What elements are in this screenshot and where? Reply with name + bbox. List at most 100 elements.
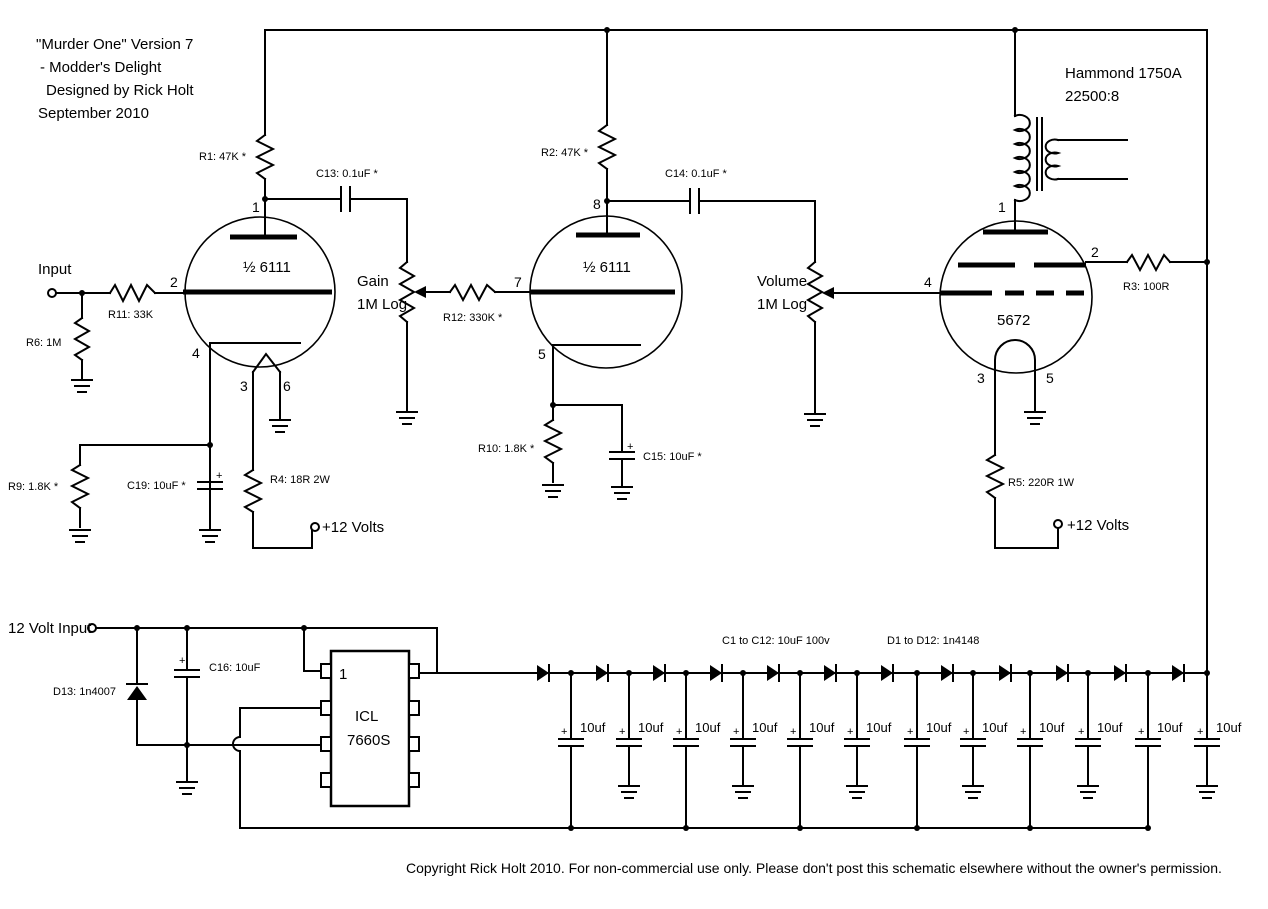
diode-3 [653,665,665,681]
r6-label: R6: 1M [26,337,61,349]
diode-8 [941,665,953,681]
cap-plus: + [561,726,567,738]
c15-plus: + [627,441,633,453]
r11-label: R11: 33K [108,309,154,321]
diode-11 [1114,665,1126,681]
r9-label: R9: 1.8K * [8,481,59,493]
cap-value-4: 10uf [752,720,778,735]
title-line-1: "Murder One" Version 7 [36,36,193,53]
diode-7 [881,665,893,681]
d13-label: D13: 1n4007 [53,686,116,698]
v3-pin-grid: 4 [924,274,932,290]
cap-plus: + [676,726,682,738]
ic-name-2: 7660S [347,732,390,749]
title-line-3: Designed by Rick Holt [46,82,194,99]
cap-value-3: 10uf [695,720,721,735]
cap-value-9: 10uf [1039,720,1065,735]
cap-value-5: 10uf [809,720,835,735]
cap-value-10: 10uf [1097,720,1123,735]
cap-chain-label: C1 to C12: 10uF 100v [722,635,830,647]
node-dot [1027,825,1033,831]
node-dot [683,825,689,831]
r5-label: R5: 220R 1W [1008,477,1075,489]
volume-pot [805,260,941,413]
ground-symbol [1024,411,1046,425]
ground-symbol [396,411,418,425]
resistor-r1 [254,29,276,216]
ground-symbol [176,781,198,795]
node-dot [914,825,920,831]
cap-value-11: 10uf [1157,720,1183,735]
ground-symbol [69,529,91,543]
tube-v2 [529,215,683,421]
cap-value-8: 10uf [982,720,1008,735]
title-line-4: September 2010 [38,105,149,122]
ground-symbol [542,484,564,498]
cap-value-7: 10uf [926,720,952,735]
v2-tube-type: ½ 6111 [583,259,631,276]
r1-label: R1: 47K * [199,151,247,163]
cap-plus: + [1138,726,1144,738]
volume-pot-value: 1M Log [757,296,807,313]
cap-value-6: 10uf [866,720,892,735]
cap-plus: + [619,726,625,738]
c13-label: C13: 0.1uF * [316,168,378,180]
plus12-label-1: +12 Volts [322,519,384,536]
c19-label: C19: 10uF * [127,480,186,492]
diode-6 [824,665,836,681]
diode-9 [999,665,1011,681]
diode-5 [767,665,779,681]
c15-label: C15: 10uF * [643,451,702,463]
c16-label: C16: 10uF [209,662,261,674]
node-dot [1145,825,1151,831]
r4-label: R4: 18R 2W [270,474,331,486]
power-supply: D13: 1n4007 + C16: 10uF 12 Volt Input [8,620,1242,831]
cap-plus: + [847,726,853,738]
transformer-ratio: 22500:8 [1065,88,1119,105]
ic-icl7660s [229,627,1208,829]
resistor-r2 [596,29,618,236]
volume-label: Volume [757,273,807,290]
v3-pin-fil-b: 5 [1046,370,1054,386]
c19-plus: + [216,470,222,482]
ground-symbol [71,379,93,393]
ground-symbol [804,413,826,427]
tube-v3 [939,220,1128,456]
tube-v1 [183,214,336,521]
v1-pin-grid: 2 [170,274,178,290]
cap-plus: + [790,726,796,738]
resistor-r3 [1125,252,1208,273]
gain-pot-value: 1M Log [357,296,407,313]
title-block: "Murder One" Version 7 - Modder's Deligh… [36,36,194,122]
stage-2: R2: 47K * C14: 0.1uF * 8 7 5 ½ 6111 [478,29,941,500]
gain-pot [397,260,451,411]
capacitor-c16 [174,627,200,781]
cathode-network-v2 [542,402,635,486]
r2-label: R2: 47K * [541,147,589,159]
v3-tube-type: 5672 [997,312,1030,329]
cap-plus: + [1020,726,1026,738]
transformer-name: Hammond 1750A [1065,65,1182,82]
voltage-multiplier: +10uf +10uf +10uf +10uf +10uf +10uf +10uf +10uf… [537,664,1242,831]
output-transformer [1012,29,1128,233]
v2-pin-plate: 8 [593,196,601,212]
cap-plus: + [1078,726,1084,738]
r12-label: R12: 330K * [443,312,503,324]
plus12-label-2: +12 Volts [1067,517,1129,534]
ground-symbol [269,419,291,433]
v3-pin-plate: 1 [998,199,1006,215]
v2-pin-cathode: 5 [538,346,546,362]
cap-value-2: 10uf [638,720,664,735]
diode-1 [537,665,549,681]
copyright-text: Copyright Rick Holt 2010. For non-commer… [406,860,1222,876]
v3-pin-fil-a: 3 [977,370,985,386]
cap-plus: + [1197,726,1203,738]
resistor-r12 [448,282,531,303]
c16-plus: + [179,655,185,667]
title-line-2: - Modder's Delight [40,59,162,76]
resistor-r5 [984,453,1063,549]
cathode-network-v1 [69,442,223,529]
input-label: Input [38,261,72,278]
resistor-r4 [242,468,320,549]
